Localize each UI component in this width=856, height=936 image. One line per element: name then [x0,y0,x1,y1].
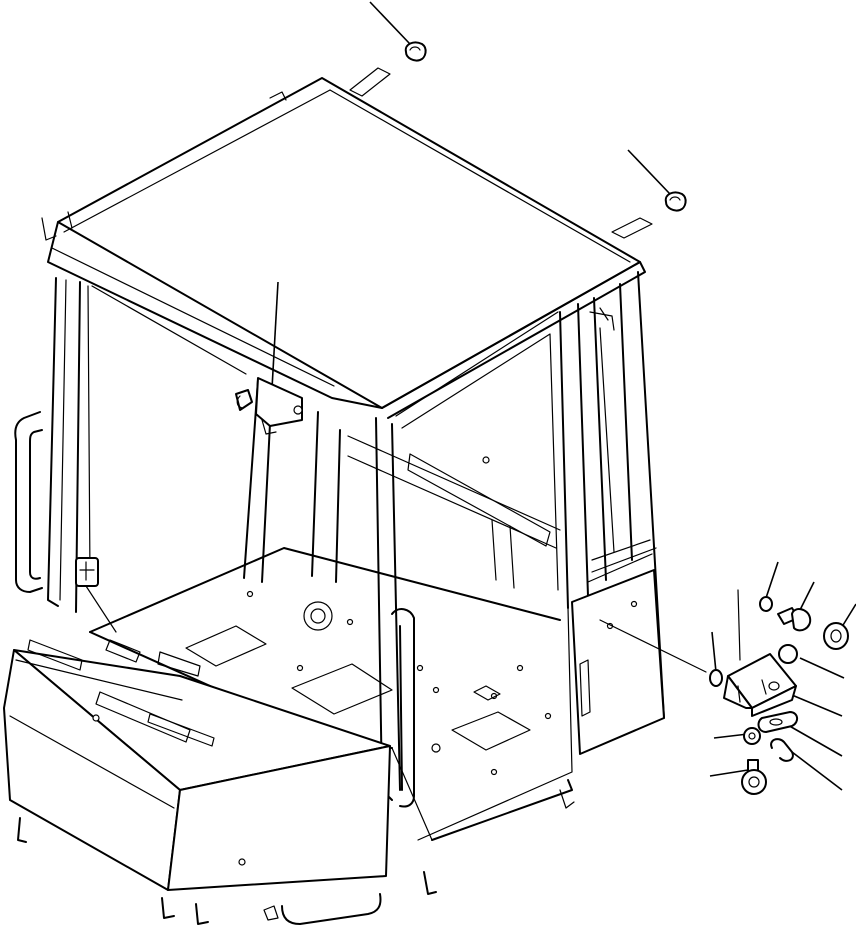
cab-pillars [47,271,665,801]
washer-left [709,669,723,687]
right-panel [417,547,707,841]
plate [757,711,798,733]
rear-wall [347,435,561,589]
clip [770,738,794,762]
mount-bracket [723,653,797,717]
nut [778,644,798,664]
cab-roof [41,77,646,419]
front-console [3,639,437,925]
nut-large [823,622,849,650]
mount-parts [709,561,856,795]
roof-mount-rear [611,149,687,239]
mount-rubber [741,759,767,795]
roof-mount-front [349,1,427,97]
cab-windows [87,285,653,591]
nut-lower [743,727,761,745]
bolt [777,607,812,632]
handrail-left [14,411,43,593]
interior-bracket [235,281,303,435]
handrail-front [391,608,415,808]
washer-small [759,596,773,612]
door-latch [75,557,117,633]
